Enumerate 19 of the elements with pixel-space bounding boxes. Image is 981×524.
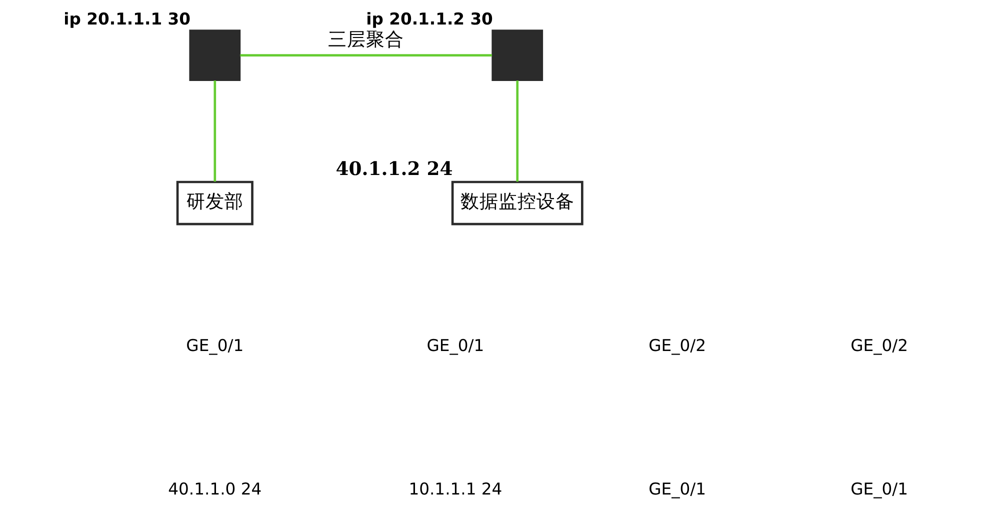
node-label: ip 20.1.1.1 30 — [64, 10, 190, 29]
label: 40.1.1.0 24 — [168, 480, 262, 499]
node-box — [492, 30, 544, 81]
connector — [214, 80, 216, 182]
edge-label: 三层聚合 — [328, 30, 404, 51]
connector — [516, 80, 519, 182]
label: GE_0/1 — [648, 480, 706, 499]
node-label: ip 20.1.1.2 30 — [366, 10, 493, 29]
label: GE_0/2 — [648, 336, 706, 355]
node-box: 数据监控设备 — [451, 180, 584, 226]
node-box: 研发部 — [176, 180, 254, 226]
node-label: 40.1.1.2 24 — [336, 158, 453, 180]
label: GE_0/1 — [850, 480, 908, 499]
label: 10.1.1.1 24 — [408, 480, 502, 499]
label: GE_0/1 — [426, 336, 484, 355]
label: GE_0/2 — [850, 336, 908, 355]
connector — [240, 54, 492, 56]
label: GE_0/1 — [186, 336, 244, 355]
node-box — [189, 30, 241, 81]
